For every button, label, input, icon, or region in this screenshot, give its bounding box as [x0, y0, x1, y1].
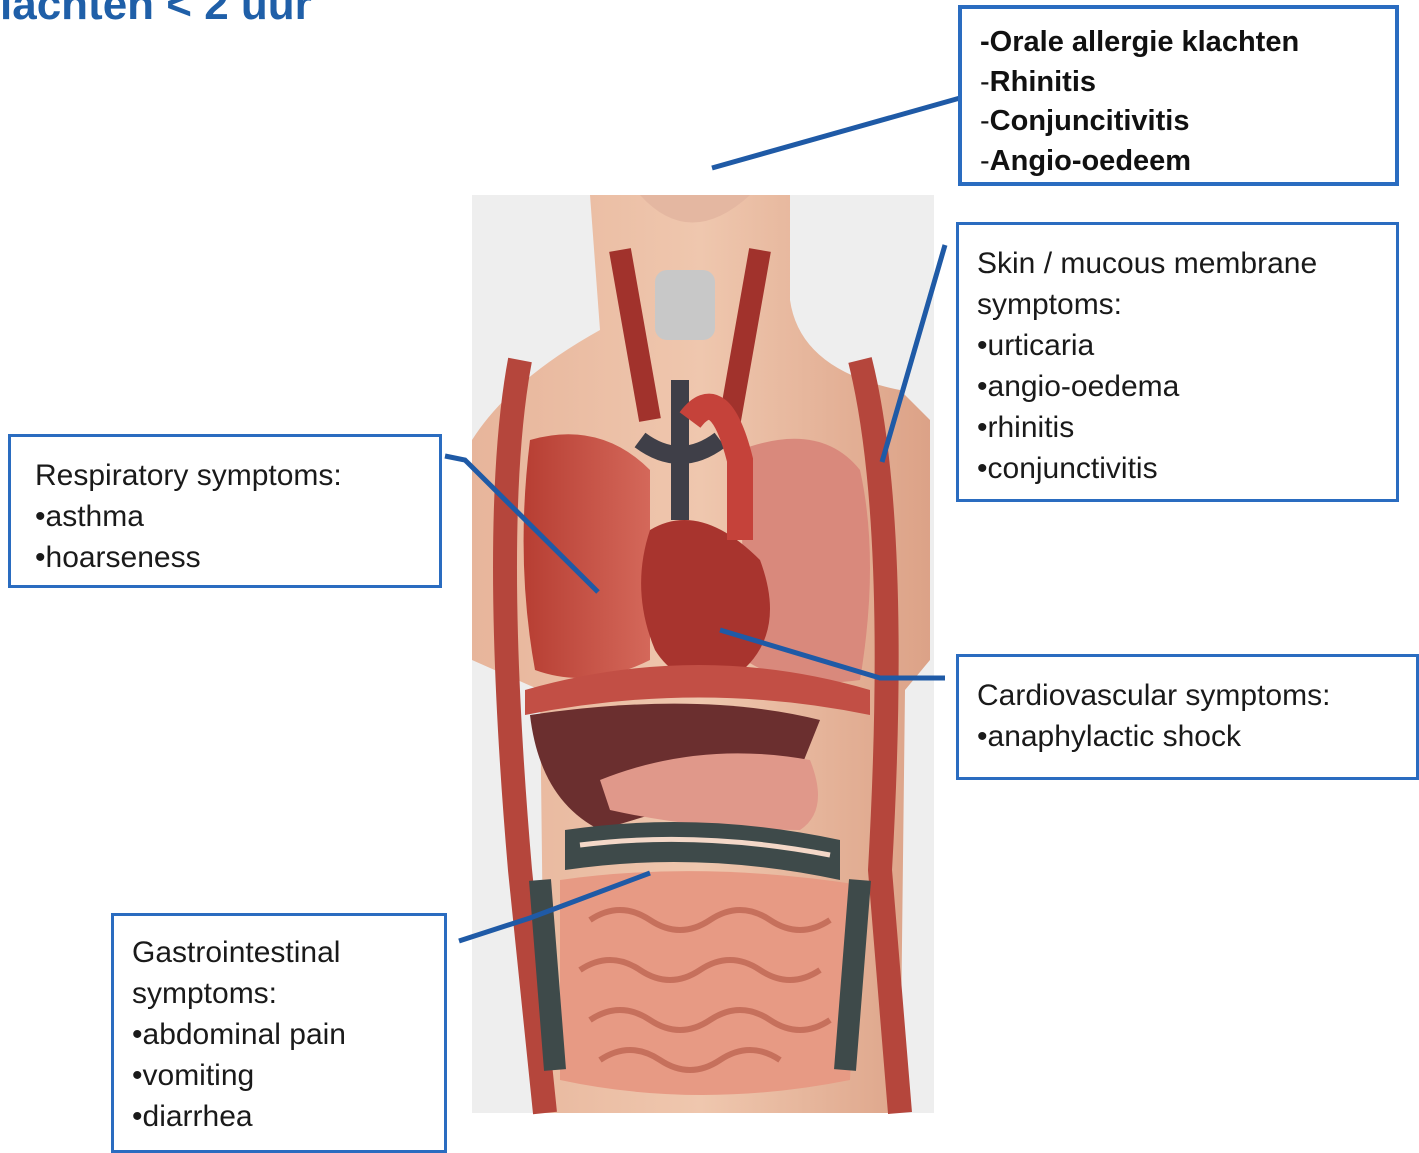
left-lung: [524, 434, 650, 678]
skin-symptoms-box: Skin / mucous membrane symptoms: •urtica…: [956, 222, 1399, 502]
box-heading: symptoms:: [132, 973, 426, 1014]
oral-allergy-box: -Orale allergie klachten -Rhinitis -Conj…: [958, 5, 1399, 186]
symptom-item: •angio-oedema: [977, 366, 1378, 407]
symptom-item: •asthma: [35, 496, 415, 537]
oral-item: -Orale allergie klachten: [980, 23, 1377, 63]
trachea: [655, 270, 715, 340]
symptom-item: •rhinitis: [977, 407, 1378, 448]
gastrointestinal-symptoms-box: Gastrointestinal symptoms: •abdominal pa…: [111, 913, 447, 1153]
symptom-item: •diarrhea: [132, 1096, 426, 1137]
symptom-item: •conjunctivitis: [977, 448, 1378, 489]
cardiovascular-symptoms-box: Cardiovascular symptoms: •anaphylactic s…: [956, 654, 1419, 780]
symptom-item: •hoarseness: [35, 537, 415, 578]
oral-item: -Rhinitis: [980, 63, 1377, 103]
box-heading: Skin / mucous membrane: [977, 243, 1378, 284]
symptom-item: •urticaria: [977, 325, 1378, 366]
oral-item: -Angio-oedeem: [980, 142, 1377, 182]
symptom-item: •anaphylactic shock: [977, 716, 1398, 757]
respiratory-symptoms-box: Respiratory symptoms: •asthma •hoarsenes…: [8, 434, 442, 588]
symptom-item: •vomiting: [132, 1055, 426, 1096]
box-heading: Gastrointestinal: [132, 932, 426, 973]
symptom-item: •abdominal pain: [132, 1014, 426, 1055]
box-heading: Cardiovascular symptoms:: [977, 675, 1398, 716]
box-heading: symptoms:: [977, 284, 1378, 325]
leader-line-oral: [712, 98, 960, 168]
box-heading: Respiratory symptoms:: [35, 455, 415, 496]
oral-item: -Conjuncitivitis: [980, 102, 1377, 142]
small-intestine: [560, 871, 860, 1095]
